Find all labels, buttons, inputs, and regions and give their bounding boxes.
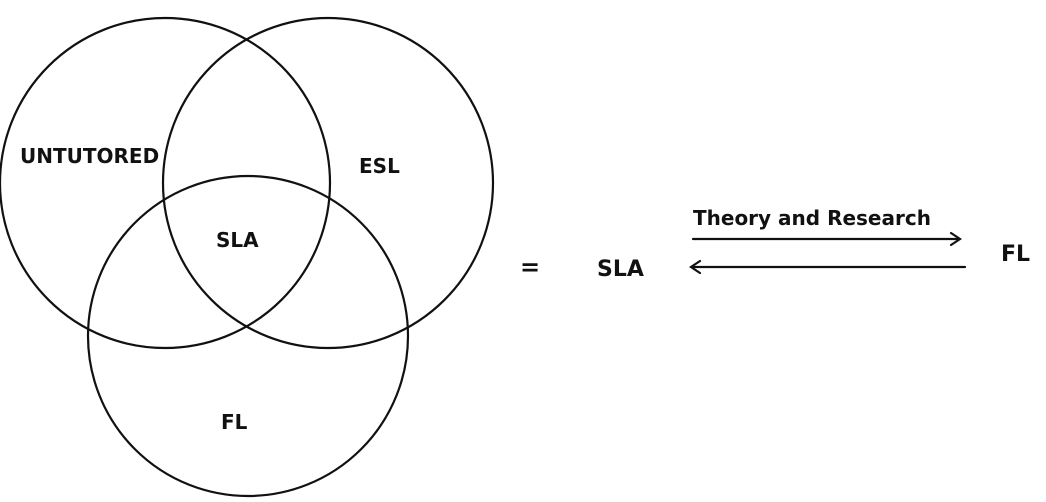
equation-left-term: SLA xyxy=(597,257,644,282)
equals-sign: = xyxy=(520,253,540,281)
arrow-label: Theory and Research xyxy=(693,206,931,230)
label-fl: FL xyxy=(221,410,248,434)
circle-fl xyxy=(86,174,410,498)
backward-arrow-icon xyxy=(689,259,967,275)
label-sla-intersection: SLA xyxy=(216,228,259,252)
label-untutored: UNTUTORED xyxy=(20,144,159,168)
circle-esl xyxy=(161,16,495,350)
circle-untutored xyxy=(0,16,332,350)
forward-arrow-icon xyxy=(691,231,962,247)
equation-right-term: FL xyxy=(1001,242,1030,267)
label-esl: ESL xyxy=(359,154,400,178)
